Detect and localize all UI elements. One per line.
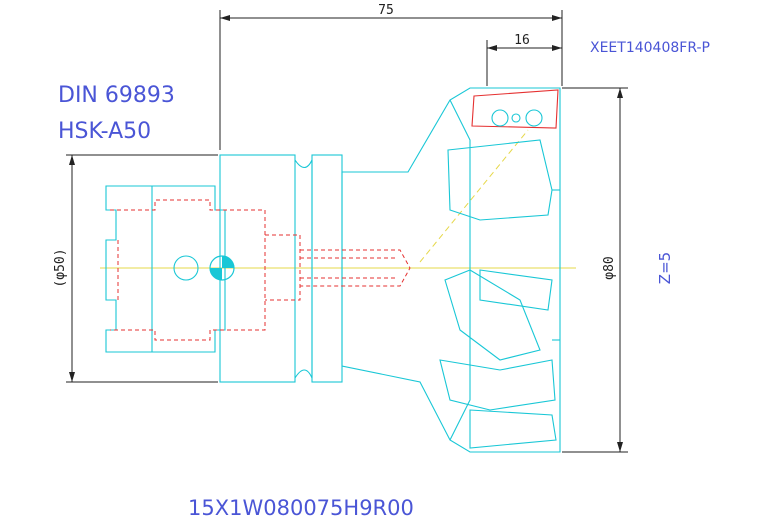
teeth-count-label: Z=5 (656, 252, 674, 284)
dim-cutter-diameter: φ80 (562, 87, 628, 453)
hidden-lines (110, 199, 411, 341)
drive-holes (173, 255, 235, 281)
part-number-label: 15X1W080075H9R00 (188, 496, 414, 520)
flange-body (219, 87, 561, 453)
dim-insert-width: 16 (486, 33, 562, 86)
standard-label: DIN 69893 (58, 83, 175, 108)
dim-phi50-label: (φ50) (53, 248, 68, 287)
dim-phi80-label: φ80 (602, 256, 617, 279)
insert (471, 89, 559, 129)
dim-overall-length: 75 (219, 3, 563, 150)
dim-shank-diameter: (φ50) (53, 154, 218, 383)
dim-16-label: 16 (514, 33, 530, 48)
insert-code-label: XEET140408FR-P (590, 40, 710, 56)
shank-label: HSK-A50 (58, 119, 151, 144)
hsk-shank-outline (105, 185, 226, 353)
cutter-teeth (439, 139, 560, 449)
centerline (100, 129, 576, 269)
dim-75-label: 75 (378, 3, 394, 18)
